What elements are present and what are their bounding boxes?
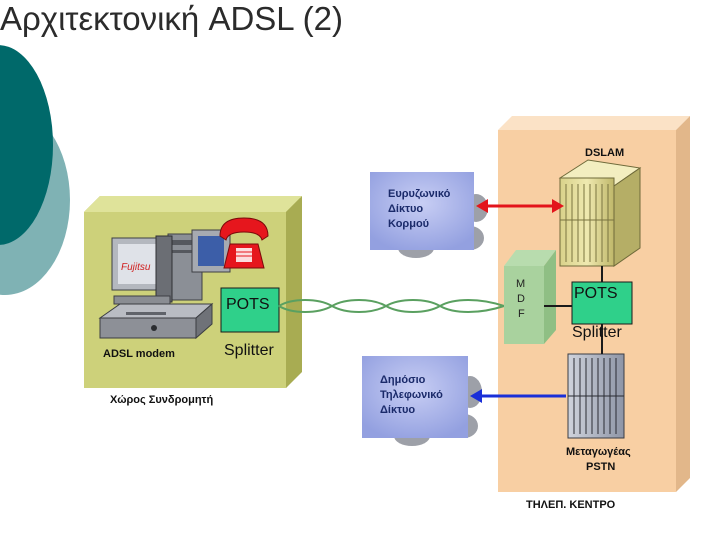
pstn-cloud-line-3: Δίκτυο [380, 404, 416, 416]
dslam-rack-icon [558, 159, 642, 267]
mdf-letter-d: D [517, 293, 525, 305]
broadband-backbone-cloud [370, 172, 488, 258]
pstn-cloud-line-2: Τηλεφωνικό [380, 389, 443, 401]
customer-pots-splitter-box [220, 287, 280, 333]
customer-area-label: Χώρος Συνδρομητή [110, 394, 214, 406]
broadband-cloud-line-3: Κορμού [388, 218, 430, 230]
telephone-icon [219, 217, 269, 269]
customer-splitter-label: Splitter [224, 342, 274, 359]
pstn-cloud-line-1: Δημόσιο [380, 374, 426, 386]
twisted-pair-line [278, 299, 505, 313]
pstn-network-cloud [362, 356, 482, 446]
adsl-modem-icon [98, 302, 214, 340]
slide-title: Αρχιτεκτονική ADSL (2) [0, 0, 343, 37]
exchange-area-label: ΤΗΛΕΠ. ΚΕΝΤΡΟ [526, 499, 616, 511]
pstn-blue-arrow [470, 389, 566, 403]
slide-left-decoration [0, 45, 70, 295]
mdf-letter-f: F [518, 308, 525, 320]
pstn-cloud-label: Δημόσιο Τηλεφωνικό Δίκτυο [380, 373, 443, 418]
decoration-dark-shape [0, 45, 53, 245]
broadband-cloud-line-2: Δίκτυο [388, 203, 424, 215]
customer-pots-label: POTS [226, 296, 270, 313]
dslam-label: DSLAM [585, 147, 625, 159]
exchange-pots-splitter-box [571, 281, 633, 325]
pstn-switch-label-line-2: PSTN [586, 461, 616, 473]
exchange-splitter-label: Splitter [572, 324, 622, 341]
adsl-modem-label: ADSL modem [103, 348, 175, 360]
pstn-switch-label-line-1: Μεταγωγέας [566, 446, 631, 458]
broadband-cloud-line-1: Ευρυζωνικό [388, 188, 451, 200]
broadband-cloud-label: Ευρυζωνικό Δίκτυο Κορμού [388, 187, 450, 232]
exchange-pots-label: POTS [574, 285, 618, 302]
pstn-switch-icon [567, 353, 625, 439]
mdf-letter-m: M [516, 278, 526, 290]
mdf-block [504, 250, 556, 344]
broadband-red-arrow [476, 199, 564, 213]
pc-brand-text: Fujitsu [121, 262, 151, 273]
